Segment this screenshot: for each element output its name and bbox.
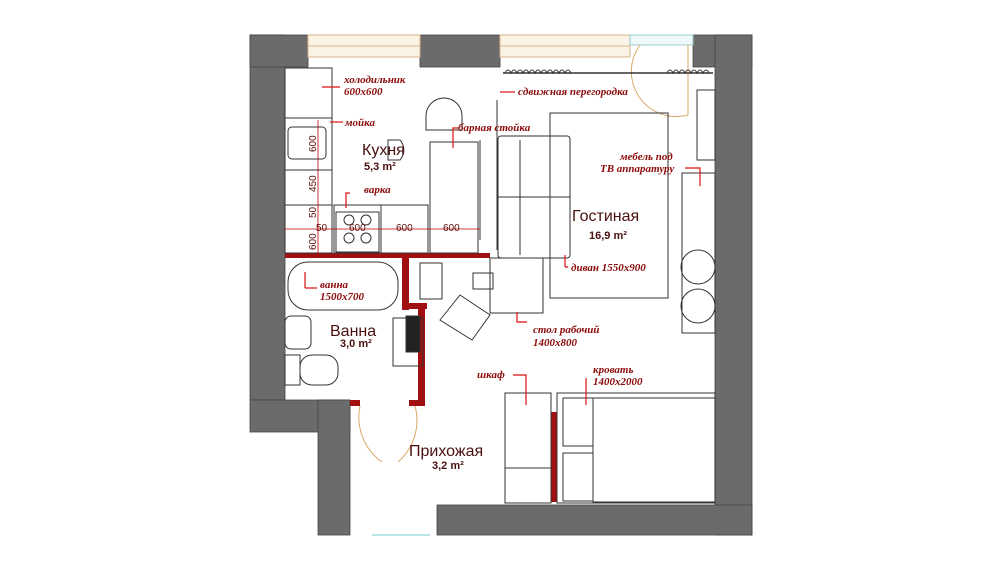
dimension-lines bbox=[285, 120, 480, 255]
living-furniture bbox=[419, 89, 716, 341]
note-hob: варка bbox=[364, 184, 391, 196]
dim-v-4: 600 bbox=[308, 233, 319, 250]
note-tv-furniture-line1: мебель под bbox=[619, 151, 673, 163]
interior-partitions bbox=[285, 253, 557, 502]
room-kitchen-area: 5,3 m² bbox=[364, 161, 396, 173]
dim-h-4: 600 bbox=[443, 223, 460, 234]
note-fridge-line1: холодильник bbox=[343, 74, 406, 86]
room-bath-area: 3,0 m² bbox=[340, 338, 372, 350]
note-tv-furniture-line2: ТВ аппаратуру bbox=[600, 163, 674, 175]
annotation-arrows bbox=[304, 86, 701, 405]
note-desk-line1: стол рабочий bbox=[533, 324, 599, 336]
bath-furniture bbox=[284, 261, 424, 386]
dim-v-3: 50 bbox=[308, 206, 319, 218]
room-hall-name: Прихожая bbox=[409, 443, 483, 460]
note-sofa: диван 1550х900 bbox=[571, 262, 646, 274]
room-kitchen-name: Кухня bbox=[362, 142, 405, 159]
room-living-area: 16,9 m² bbox=[589, 230, 627, 242]
outer-walls bbox=[249, 34, 753, 536]
note-wardrobe: шкаф bbox=[477, 369, 505, 381]
note-bathtub-line1: ванна bbox=[320, 279, 349, 291]
note-fridge-line2: 600х600 bbox=[344, 86, 383, 98]
note-bed-line1: кровать bbox=[593, 364, 634, 376]
note-sink: мойка bbox=[344, 117, 375, 129]
dim-h-2: 600 bbox=[349, 223, 366, 234]
windows bbox=[307, 34, 694, 118]
room-bath-name: Ванна bbox=[330, 323, 376, 340]
dim-v-2: 450 bbox=[308, 175, 319, 192]
dim-h-3: 600 bbox=[396, 223, 413, 234]
dim-v-1: 600 bbox=[308, 135, 319, 152]
note-bed-line2: 1400х2000 bbox=[593, 376, 643, 388]
note-sliding-partition: сдвижная перегородка bbox=[518, 86, 628, 98]
note-bar-counter: барная стойка bbox=[458, 122, 531, 134]
note-desk-line2: 1400х800 bbox=[533, 337, 578, 349]
room-living-name: Гостиная bbox=[572, 208, 639, 225]
room-hall-area: 3,2 m² bbox=[432, 460, 464, 472]
sliding-partition bbox=[503, 69, 713, 75]
note-bathtub-line2: 1500х700 bbox=[320, 291, 365, 303]
dim-h-1: 50 bbox=[316, 223, 328, 234]
bedroom-furniture bbox=[358, 392, 716, 536]
